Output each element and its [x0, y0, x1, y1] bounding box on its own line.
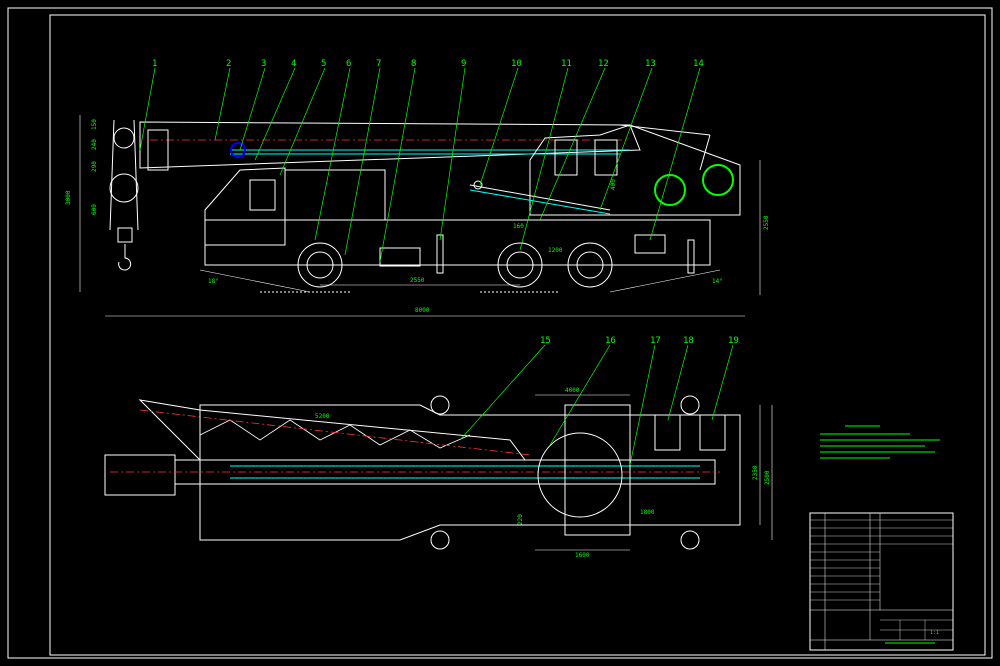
callout-9: 9 [461, 59, 466, 69]
title-block [809, 512, 954, 651]
outrigger-front [436, 234, 444, 274]
callout-1: 1 [152, 59, 157, 69]
superstructure [529, 124, 741, 216]
winch-drum-1 [654, 174, 686, 206]
winch-top-2 [699, 414, 726, 451]
dim-height: 3000 [65, 190, 72, 205]
hook-cable-l [109, 119, 115, 231]
callout-13: 13 [645, 59, 656, 69]
hook-dim-4: 600 [91, 204, 98, 215]
outrigger-pad-fl [430, 395, 450, 415]
hook-dim-1: 150 [91, 119, 98, 130]
cab-window [249, 179, 276, 211]
boom-head [147, 129, 169, 171]
callout-19: 19 [728, 336, 739, 346]
slewing-ring [537, 432, 623, 518]
callout-5: 5 [321, 59, 326, 69]
dim-front-angle: 18° [208, 278, 219, 285]
wheel-rear-1 [497, 242, 543, 288]
dim-top-gap: 220 [517, 514, 524, 525]
boom-pulley [230, 142, 246, 158]
dim-top-small: 1600 [575, 552, 590, 559]
hook-cable-r [133, 119, 139, 231]
dim-top-width-2: 2500 [764, 470, 771, 485]
winch-top-1 [654, 414, 681, 451]
dim-top-base: 1800 [640, 509, 655, 516]
inner-border [49, 14, 986, 656]
top-view: 4000 1600 1800 220 2350 2500 5200 [104, 387, 773, 559]
turntable-frame [564, 404, 631, 536]
top-boom-lattice [138, 399, 526, 461]
sheave-bottom [109, 173, 139, 203]
callout-18: 18 [683, 336, 694, 346]
hook-dim-3: 290 [91, 161, 98, 172]
title-block-scale: 1:1 [930, 630, 939, 636]
callout-3: 3 [261, 59, 266, 69]
dim-wheelbase: 2550 [410, 277, 425, 284]
dim-overall-length: 8000 [415, 307, 430, 314]
cylinder-pivot [473, 180, 483, 190]
wheel-front [297, 242, 343, 288]
fuel-tank [379, 247, 421, 267]
top-callouts [459, 344, 734, 466]
callout-11: 11 [561, 59, 572, 69]
top-boom-head [104, 454, 176, 496]
callout-12: 12 [598, 59, 609, 69]
hook-block [117, 227, 133, 243]
dim-small-2: 1200 [548, 247, 563, 254]
operator-window-2 [594, 139, 618, 176]
callout-4: 4 [291, 59, 296, 69]
hook [118, 244, 132, 271]
callout-6: 6 [346, 59, 351, 69]
winch-drum-2 [702, 164, 734, 196]
outrigger-pad-fr [680, 395, 700, 415]
callout-14: 14 [693, 59, 704, 69]
top-chassis [199, 404, 741, 541]
luffing-cylinder-rod [469, 189, 611, 215]
callout-2: 2 [226, 59, 231, 69]
side-view: 3000 8000 2550 2550 18° 14° 160 1200 400… [65, 115, 770, 317]
dim-top-len: 4000 [565, 387, 580, 394]
front-angle-line [199, 269, 311, 293]
callout-16: 16 [605, 336, 616, 346]
dim-top-width-1: 2350 [752, 465, 759, 480]
wheel-rear-2 [567, 242, 613, 288]
dim-rear-angle: 14° [712, 278, 723, 285]
top-lattice-centerline [139, 409, 531, 456]
chassis [204, 219, 711, 266]
luffing-cylinder [469, 184, 611, 211]
dim-rear: 2550 [763, 215, 770, 230]
callout-17: 17 [650, 336, 661, 346]
side-callouts [139, 67, 701, 263]
sheave-top [113, 127, 135, 149]
boom [139, 121, 641, 169]
outrigger-rear [687, 239, 695, 274]
outrigger-pad-rl [430, 530, 450, 550]
rear-angle-line [609, 269, 721, 293]
callout-7: 7 [376, 59, 381, 69]
callout-15: 15 [540, 336, 551, 346]
dim-small-3: 400 [610, 179, 617, 190]
cab [204, 167, 286, 246]
callout-10: 10 [511, 59, 522, 69]
dim-boom-len: 5200 [315, 413, 330, 420]
outrigger-pad-rr [680, 530, 700, 550]
toolbox [634, 234, 666, 254]
technical-notes [820, 425, 940, 459]
hook-dim-2: 240 [91, 139, 98, 150]
dim-small-1: 160 [513, 223, 524, 230]
callout-8: 8 [411, 59, 416, 69]
operator-window-1 [554, 139, 578, 176]
outer-border [7, 7, 993, 659]
cab-rear [284, 169, 386, 221]
